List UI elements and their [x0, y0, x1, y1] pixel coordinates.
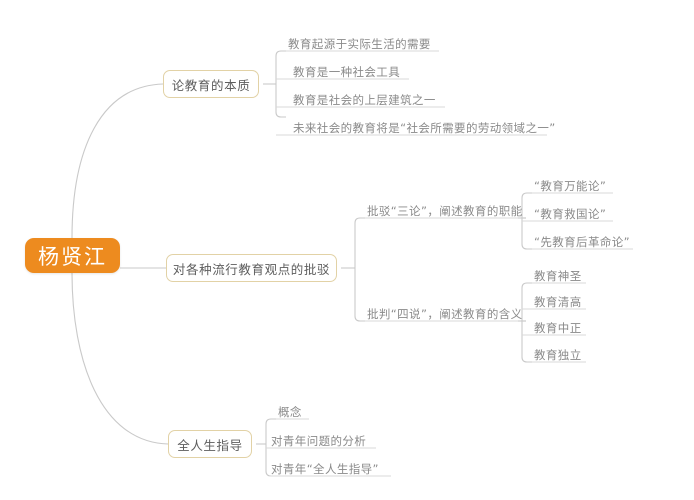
- leaf-node-sishuo-3-label: 教育中正: [534, 320, 582, 335]
- bracket-sishuo: [521, 282, 532, 363]
- branch-node-guidance[interactable]: 全人生指导: [168, 430, 252, 458]
- leaf-node-guidance-2[interactable]: 对青年问题的分析: [269, 433, 376, 448]
- branch-node-guidance-label: 全人生指导: [177, 437, 243, 453]
- bracket-refutation: [354, 217, 365, 322]
- edge-root-to-guidance: [71, 272, 169, 445]
- leaf-node-sishuo-1-label: 教育神圣: [534, 268, 582, 283]
- branch-node-essence[interactable]: 论教育的本质: [163, 70, 259, 98]
- leaf-node-essence-4-label: 未来社会的教育将是“社会所需要的劳动领域之一”: [293, 120, 556, 135]
- branch-node-refutation[interactable]: 对各种流行教育观点的批驳: [166, 254, 337, 282]
- sub-node-sanlun[interactable]: 批驳“三论”，阐述教育的职能: [365, 203, 522, 218]
- leaf-node-essence-2[interactable]: 教育是一种社会工具: [291, 64, 409, 79]
- leaf-node-essence-1[interactable]: 教育起源于实际生活的需要: [286, 36, 439, 51]
- leaf-node-sishuo-4-label: 教育独立: [534, 347, 582, 362]
- root-node[interactable]: 杨贤江: [25, 238, 120, 273]
- leaf-node-sanlun-1-label: “教育万能论”: [534, 178, 607, 193]
- leaf-node-essence-3[interactable]: 教育是社会的上层建筑之一: [291, 92, 445, 107]
- leaf-node-guidance-3[interactable]: 对青年“全人生指导”: [269, 461, 391, 476]
- leaf-node-sishuo-2[interactable]: 教育清高: [532, 294, 586, 309]
- edge-root-to-essence: [71, 83, 164, 239]
- leaf-node-guidance-3-label: 对青年“全人生指导”: [271, 461, 379, 476]
- leaf-node-guidance-1-label: 概念: [278, 404, 302, 419]
- leaf-node-essence-3-label: 教育是社会的上层建筑之一: [293, 92, 436, 107]
- leaf-node-essence-1-label: 教育起源于实际生活的需要: [288, 36, 431, 51]
- leaf-node-sanlun-3-label: “先教育后革命论”: [534, 234, 631, 249]
- sub-node-sishuo[interactable]: 批判“四说”，阐述教育的含义: [365, 306, 522, 321]
- leaf-node-essence-2-label: 教育是一种社会工具: [293, 64, 401, 79]
- leaf-node-guidance-1[interactable]: 概念: [276, 404, 309, 419]
- branch-node-refutation-label: 对各种流行教育观点的批驳: [172, 261, 331, 277]
- sub-node-sishuo-label: 批判“四说”，阐述教育的含义: [367, 306, 523, 321]
- sub-node-sanlun-label: 批驳“三论”，阐述教育的职能: [367, 203, 523, 218]
- leaf-node-sanlun-1[interactable]: “教育万能论”: [532, 178, 613, 193]
- root-node-label: 杨贤江: [38, 244, 107, 269]
- leaf-node-essence-4[interactable]: 未来社会的教育将是“社会所需要的劳动领域之一”: [291, 120, 555, 135]
- leaf-node-sanlun-2[interactable]: “教育救国论”: [532, 206, 613, 221]
- bracket-essence: [275, 50, 286, 118]
- leaf-node-sishuo-2-label: 教育清高: [534, 294, 582, 309]
- bracket-sanlun: [521, 192, 532, 250]
- leaf-node-sishuo-1[interactable]: 教育神圣: [532, 268, 586, 283]
- leaf-node-sishuo-3[interactable]: 教育中正: [532, 320, 586, 335]
- leaf-node-sanlun-3[interactable]: “先教育后革命论”: [532, 234, 633, 249]
- leaf-node-sanlun-2-label: “教育救国论”: [534, 206, 607, 221]
- leaf-node-sishuo-4[interactable]: 教育独立: [532, 347, 586, 362]
- branch-node-essence-label: 论教育的本质: [171, 77, 251, 93]
- leaf-node-guidance-2-label: 对青年问题的分析: [271, 433, 367, 448]
